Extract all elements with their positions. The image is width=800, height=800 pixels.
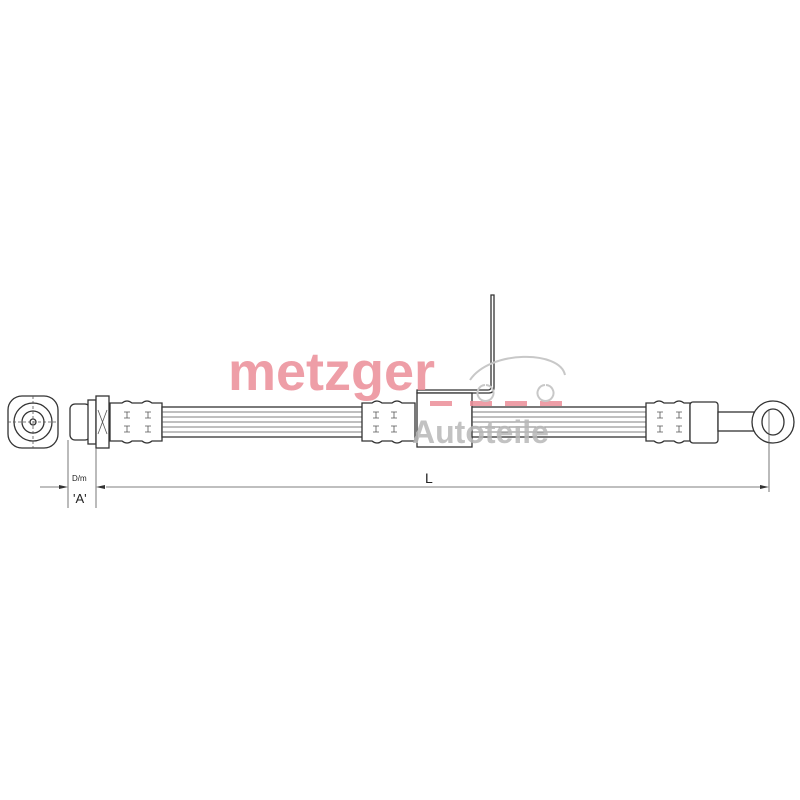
left-fitting — [69, 395, 163, 449]
mounting-bracket — [416, 294, 495, 448]
watermark-dashes — [430, 401, 562, 406]
middle-crimp — [361, 400, 416, 444]
watermark-brand: metzger — [228, 342, 435, 402]
watermark-logo: metzger Autoteile — [228, 342, 566, 450]
car-outline-icon — [469, 355, 566, 402]
dim-ref-label: 'A' — [73, 491, 87, 506]
watermark-sub: Autoteile — [412, 414, 549, 450]
dim-label: D/m — [72, 474, 87, 483]
fitting-end-view — [7, 395, 59, 449]
hose-section-right — [471, 406, 649, 438]
hose-section-left — [161, 406, 365, 438]
right-fitting-banjo — [645, 400, 795, 492]
length-label: L — [425, 470, 433, 486]
dimension-lines — [40, 440, 769, 508]
